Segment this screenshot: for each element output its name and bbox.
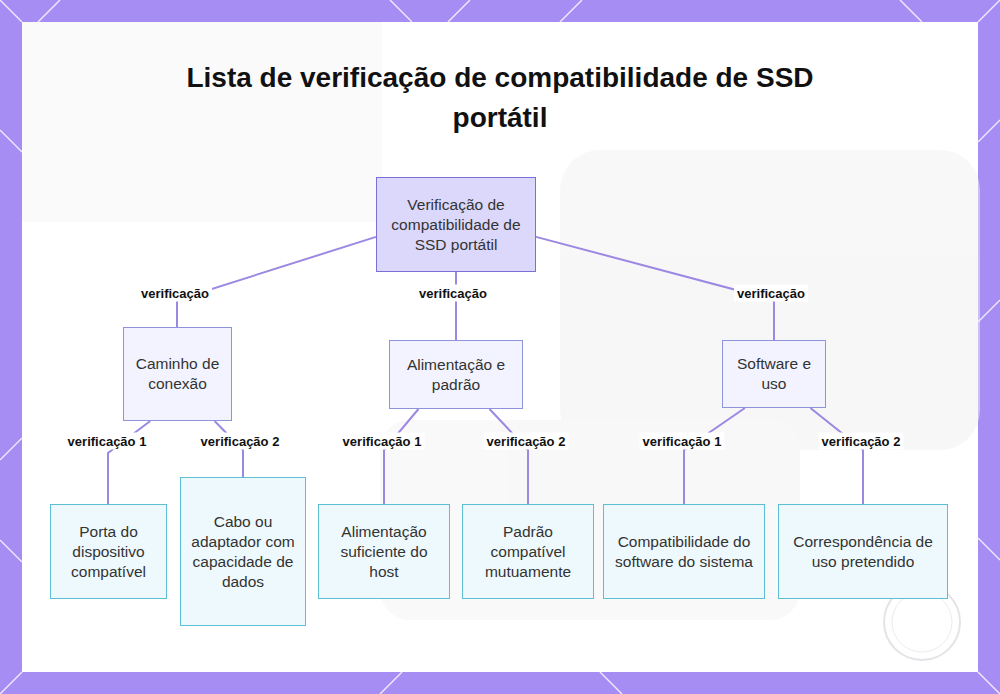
node-text: Alimentação suficiente do host	[327, 522, 441, 582]
category-box: Caminho de conexão	[123, 327, 232, 421]
node-text-group: Caminho de conexão	[132, 354, 223, 394]
connector-line	[384, 409, 418, 504]
edge-label: verificação 2	[819, 433, 904, 450]
node-text: Porta do dispositivo compatível	[59, 522, 158, 582]
node-text-group: Porta do dispositivo compatível	[59, 522, 158, 582]
node-text: Correspondência de uso pretendido	[787, 532, 939, 572]
edge-label: verificação 1	[340, 433, 425, 450]
node-text: Compatibilidade do software do sistema	[612, 532, 756, 572]
logo-ring	[892, 592, 952, 652]
edge-label: verificação	[138, 285, 212, 302]
connector-line	[455, 272, 457, 340]
node-text-group: Alimentação e padrão	[398, 355, 514, 395]
check-item-box: Cabo ou adaptador com capacidade de dado…	[180, 477, 306, 626]
node-text-group: Correspondência de uso pretendido	[787, 532, 939, 572]
edge-label: verificação 2	[198, 433, 283, 450]
node-text: Alimentação e padrão	[398, 355, 514, 395]
node-text: Padrão compatível mutuamente	[471, 522, 585, 582]
root-box: Verificação de compatibilidade de SSD po…	[376, 177, 536, 272]
edge-label: verificação	[734, 285, 808, 302]
check-item-box: Correspondência de uso pretendido	[778, 504, 948, 599]
node-text-group: Cabo ou adaptador com capacidade de dado…	[189, 512, 297, 592]
node-text: Verificação de compatibilidade de SSD po…	[385, 195, 527, 255]
node-text-group: Software e uso	[731, 354, 817, 394]
node-text: Cabo ou adaptador com capacidade de dado…	[189, 512, 297, 592]
node-text: Software e uso	[731, 354, 817, 394]
edge-label: verificação 1	[65, 433, 150, 450]
node-text-group: Verificação de compatibilidade de SSD po…	[385, 195, 527, 255]
category-box: Software e uso	[722, 340, 826, 408]
node-text-group: Alimentação suficiente do host	[327, 522, 441, 582]
background-blur	[22, 22, 980, 620]
connector-line	[490, 409, 529, 504]
node-text-group: Compatibilidade do software do sistema	[612, 532, 756, 572]
connector-line	[177, 237, 376, 327]
connector-line	[684, 408, 745, 504]
edge-label: verificação 1	[640, 433, 725, 450]
edge-label: verificação 2	[484, 433, 569, 450]
check-item-box: Porta do dispositivo compatível	[50, 504, 167, 599]
edge-label: verificação	[416, 285, 490, 302]
node-text: Caminho de conexão	[132, 354, 223, 394]
node-text-group: Padrão compatível mutuamente	[471, 522, 585, 582]
connector-line	[810, 408, 863, 504]
check-item-box: Padrão compatível mutuamente	[462, 504, 594, 599]
check-item-box: Alimentação suficiente do host	[318, 504, 450, 599]
check-item-box: Compatibilidade do software do sistema	[603, 504, 765, 599]
diagram-title: Lista de verificação de compatibilidade …	[150, 58, 850, 138]
category-box: Alimentação e padrão	[389, 340, 523, 409]
